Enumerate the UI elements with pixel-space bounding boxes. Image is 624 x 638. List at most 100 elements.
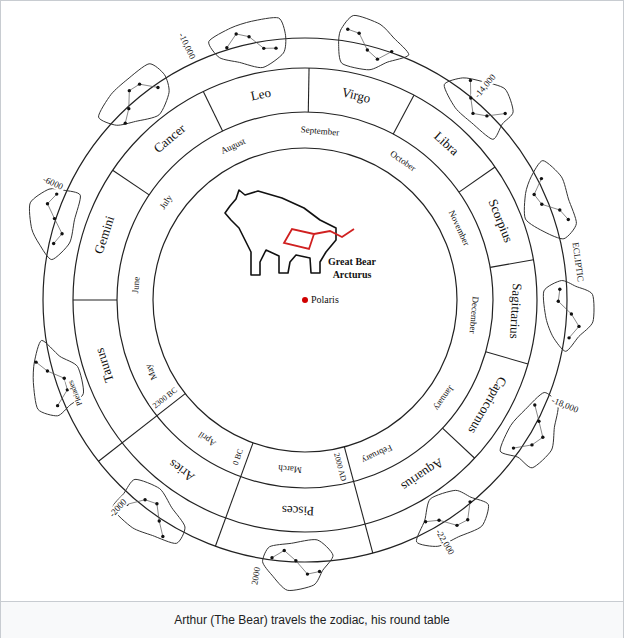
year-scale: -6000 <box>40 173 67 193</box>
month-name: April <box>197 430 218 449</box>
zodiac-sign: Leo <box>250 85 273 104</box>
zodiac-divider <box>393 95 414 134</box>
zodiac-sign: Scorpius <box>484 197 515 245</box>
zodiac-figure <box>99 64 170 126</box>
star-pattern <box>426 502 470 526</box>
star-dot <box>56 404 59 407</box>
zodiac-sign: Taurus <box>93 346 118 384</box>
star-dot <box>60 232 63 235</box>
zodiac-figure <box>543 281 594 352</box>
month-name: July <box>157 193 174 211</box>
big-dipper-bowl <box>284 229 314 249</box>
star-pattern <box>272 550 320 574</box>
star-pattern <box>36 362 67 405</box>
star-dot <box>274 46 277 49</box>
month-name: December <box>468 296 482 334</box>
star-pattern <box>227 34 276 48</box>
month-name: September <box>300 124 339 138</box>
star-dot <box>34 360 37 363</box>
caption-bar: Arthur (The Bear) travels the zodiac, hi… <box>1 601 623 638</box>
star-dot <box>55 192 58 195</box>
star-dot <box>128 89 131 92</box>
star-dot <box>437 518 440 521</box>
star-dot <box>469 79 472 82</box>
zodiac-figure <box>209 18 286 68</box>
star-dot <box>357 32 360 35</box>
star-name: Arcturus <box>333 269 372 281</box>
constellation-name: Great Bear <box>328 256 376 268</box>
epoch-line <box>99 394 186 462</box>
star-dot <box>567 336 570 339</box>
zodiac-sign: Sagittarius <box>506 283 524 339</box>
star-dot <box>53 217 56 220</box>
zodiac-ring-outer <box>73 68 537 532</box>
star-name: Polaris <box>311 294 339 306</box>
star-dot <box>558 208 561 211</box>
star-dot <box>124 121 127 124</box>
star-dot <box>46 369 49 372</box>
star-dot <box>533 403 536 406</box>
star-pattern <box>127 500 163 537</box>
zodiac-figure <box>113 479 185 543</box>
star-dot <box>557 300 560 303</box>
star-dot <box>537 420 540 423</box>
star-dot <box>143 498 146 501</box>
star-pattern <box>558 289 579 338</box>
month-ring-inner <box>153 148 457 452</box>
zodiac-sign: Cancer <box>151 122 189 157</box>
year-scale: -2000 <box>105 495 129 520</box>
zodiac-sign: Gemini <box>92 214 118 256</box>
big-dipper-handle <box>314 229 354 237</box>
star-dot <box>127 107 130 110</box>
star-dot <box>366 48 369 51</box>
star-dot <box>46 202 49 205</box>
zodiac-divider <box>203 91 222 131</box>
star-dot <box>52 242 55 245</box>
zodiac-sign: Aquarius <box>398 455 446 494</box>
star-dot <box>270 556 273 559</box>
zodiac-sign: Virgo <box>340 85 372 107</box>
epoch-year: 0 BC <box>231 445 247 468</box>
zodiac-divider <box>490 260 533 268</box>
month-name: June <box>130 277 142 294</box>
month-name: January <box>432 383 457 412</box>
star-dot <box>306 572 309 575</box>
month-name: August <box>219 136 247 156</box>
month-name: March <box>278 463 302 475</box>
star-dot <box>262 47 265 50</box>
caption-text: Arthur (The Bear) travels the zodiac, hi… <box>174 613 449 627</box>
star-dot <box>503 112 506 115</box>
zodiac-figure <box>339 15 409 69</box>
year-scale: -10,000 <box>175 30 198 63</box>
star-dot <box>468 500 471 503</box>
star-dot <box>234 32 237 35</box>
star-dot <box>469 96 472 99</box>
zodiac-divider <box>113 170 149 195</box>
star-dot <box>541 436 544 439</box>
star-dot <box>485 114 488 117</box>
star-dot <box>156 86 159 89</box>
zodiac-figure <box>29 189 80 260</box>
ring-dividers <box>73 68 533 553</box>
month-name: October <box>388 148 418 173</box>
zodiac-sign: Pisces <box>281 502 314 518</box>
star-dot <box>318 570 321 573</box>
star-dot <box>346 28 349 31</box>
star-dot <box>455 524 458 527</box>
zodiac-figure <box>524 161 576 239</box>
star-dot <box>512 446 515 449</box>
zodiac-divider <box>486 352 528 364</box>
star-dot <box>225 46 228 49</box>
zodiac-sign: Aries <box>166 456 198 485</box>
star-dot <box>471 112 474 115</box>
star-dot <box>532 193 535 196</box>
label-layer: LeoVirgoLibraScorpiusSagittariusCapricor… <box>0 0 624 600</box>
star-dot <box>283 549 286 552</box>
star-dot <box>247 35 250 38</box>
zodiac-divider <box>308 68 310 112</box>
star-pattern <box>348 29 392 59</box>
star-dot <box>570 312 573 315</box>
star-pattern <box>534 179 568 220</box>
constellation-figures <box>29 15 594 590</box>
